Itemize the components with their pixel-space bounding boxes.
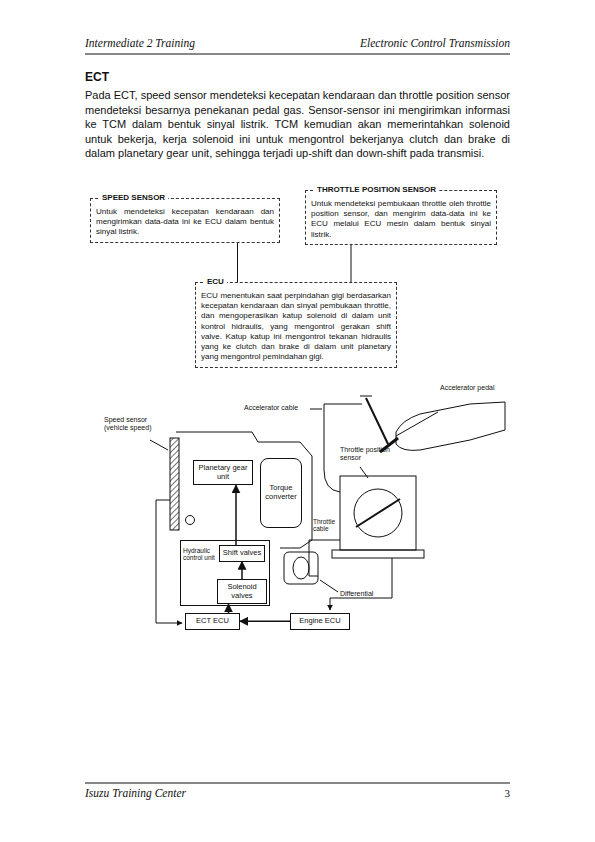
callout-body: Untuk mendeteksi kecepatan kendaraan dan… [96, 207, 274, 238]
differential-gear [293, 557, 309, 579]
part-label: Throttle position sensor [340, 446, 402, 462]
part-label: Speed sensor (vehicle speed) [104, 416, 166, 432]
valve-box: Solenoid valves [217, 579, 267, 604]
output-housing [284, 552, 318, 584]
throttle-cable [309, 540, 340, 576]
connector [241, 562, 243, 579]
accelerator-cable [324, 404, 362, 492]
speed-sensor-symbol [186, 516, 195, 525]
header-rule [85, 54, 510, 55]
body-paragraph: Pada ECT, speed sensor mendeteksi kecepa… [85, 88, 510, 161]
header-text: Electronic Control Transmission [290, 37, 510, 49]
throttle-valve [356, 499, 400, 527]
connector [237, 243, 238, 282]
speed-sensor-gear [170, 438, 179, 530]
throttle-base [332, 550, 424, 558]
connector [240, 621, 290, 623]
ecu-box: Engine ECU [290, 613, 350, 630]
callout-body: ECU menentukan saat perpindahan gigi ber… [201, 291, 391, 363]
differential-leader [320, 580, 338, 592]
callout-box: THROTTLE POSITION SENSORUntuk mendeteksi… [305, 190, 497, 245]
part-label: Accelerator cable [244, 404, 310, 412]
box-label: Hydraulic control unit [183, 547, 215, 562]
throttle-body [340, 476, 416, 550]
box-label: Shift valves [222, 549, 262, 558]
part-label: Differential [340, 590, 390, 598]
callout-heading: SPEED SENSOR [99, 193, 168, 203]
callout-heading: THROTTLE POSITION SENSOR [314, 185, 439, 195]
throttle-sensor-wire [330, 558, 392, 610]
pedal-pivot [360, 396, 372, 397]
callout-box: SPEED SENSORUntuk mendeteksi kecepatan k… [90, 198, 280, 243]
box-label: ECT ECU [188, 617, 237, 626]
part-label: Throttle cable [313, 518, 339, 533]
throttle-bore [354, 489, 402, 537]
box-label: Engine ECU [293, 617, 347, 626]
speed-sensor-leader [150, 440, 168, 450]
pedal-leader [396, 412, 438, 436]
section-heading: ECT [85, 70, 109, 84]
throttle-sensor-leader [360, 467, 368, 478]
callout-box: ECUECU menentukan saat perpindahan gigi … [195, 282, 397, 368]
ecu-box: ECT ECU [185, 613, 240, 630]
connector [235, 485, 237, 545]
pedal-pad [380, 438, 398, 452]
callout-heading: ECU [204, 277, 227, 287]
valve-box: Shift valves [219, 545, 265, 562]
footer-text: Isuzu Training Center [85, 787, 285, 799]
page-number: 3 [470, 787, 510, 799]
accelerator-cable-leader [310, 409, 322, 410]
part-label: Accelerator pedal [440, 384, 504, 392]
speed-sensor-wire [156, 500, 182, 623]
transmission-housing [176, 432, 312, 548]
pedal-lever [366, 398, 388, 444]
component-box: Torque converter [260, 458, 302, 528]
callout-body: Untuk mendeteksi pembukaan throttle oleh… [311, 199, 491, 240]
box-label: Planetary gear unit [196, 464, 250, 481]
footer-rule [85, 783, 510, 784]
component-box: Planetary gear unit [193, 460, 253, 485]
unit-box: Hydraulic control unit Shift valvesSoleno… [180, 540, 270, 606]
box-label: Torque converter [263, 484, 299, 501]
box-label: Solenoid valves [220, 583, 264, 600]
header-text: Intermediate 2 Training [85, 37, 305, 49]
driver-shoe [396, 402, 505, 450]
connector [351, 245, 352, 282]
connector [228, 604, 230, 613]
